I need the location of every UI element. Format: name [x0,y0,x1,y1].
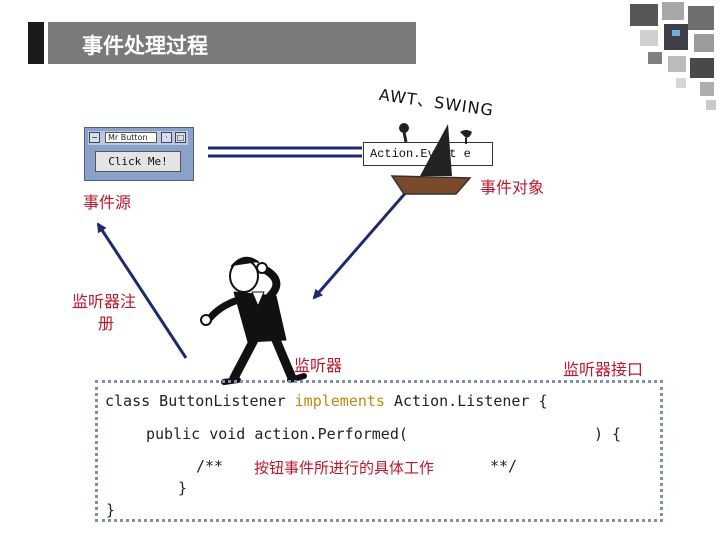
maximize-icon[interactable]: □ [175,132,186,143]
code-method-close-brace: } [178,479,188,497]
arrow-event-to-listener [312,189,410,300]
code-line-method: public void action.Performed( [146,425,408,443]
code-interface-text: Action.Listener { [384,392,548,410]
event-source-label: 事件源 [83,193,132,212]
code-comment-close: **/ [490,457,518,475]
code-box: class ButtonListener implements Action.L… [95,380,663,522]
button-window: − Mr Button · □ Click Me! [84,127,194,181]
click-me-button[interactable]: Click Me! [95,151,181,172]
code-line-method-end: ) { [594,425,622,443]
code-comment-open: /** [196,457,224,475]
arrow-listener-register [96,222,188,359]
listener-register-label-line1: 监听器注 [72,292,137,311]
window-titlebar: − Mr Button · □ [88,131,188,145]
code-comment-text: 按钮事件所进行的具体工作 [254,459,435,477]
event-boat-illustration [390,123,472,195]
arrow-source-to-event [208,146,362,158]
event-object-label: 事件对象 [480,178,545,197]
listener-register-label-line2: 册 [98,314,115,333]
code-class-close-brace: } [106,501,116,519]
title-accent-gap [44,22,48,64]
code-class-text: class ButtonListener [105,392,295,410]
listener-label: 监听器 [294,356,343,375]
title-bar: 事件处理过程 [28,22,416,64]
page-title: 事件处理过程 [82,34,208,58]
window-menu-icon[interactable]: − [89,132,100,143]
title-accent-block [28,22,44,64]
listener-man-illustration [200,256,307,385]
code-implements-keyword: implements [294,392,385,410]
listener-interface-label: 监听器接口 [563,360,644,379]
minimize-icon[interactable]: · [161,132,172,143]
code-line-class: class ButtonListener implements Action.L… [105,392,548,410]
window-title: Mr Button [105,132,157,143]
